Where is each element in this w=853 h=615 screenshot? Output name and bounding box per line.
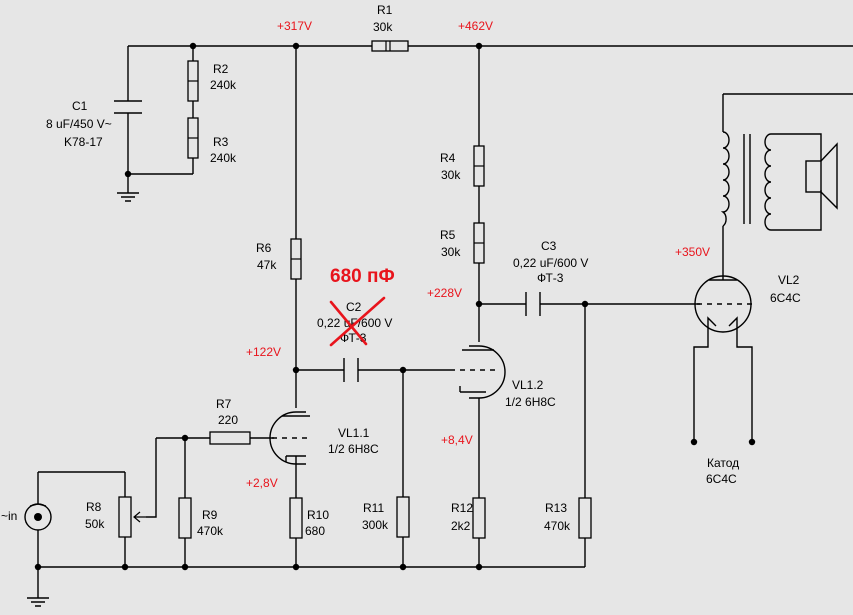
- resistor-r5[interactable]: [473, 222, 485, 264]
- resistor-r4[interactable]: [473, 145, 485, 187]
- r12-value: 2k2: [451, 519, 471, 533]
- r4-ref: R4: [440, 151, 456, 165]
- voltage-122: +122V: [246, 345, 281, 359]
- output-transformer-icon: [720, 131, 822, 231]
- resistor-r10[interactable]: [289, 497, 303, 539]
- resistor-r12[interactable]: [472, 497, 486, 539]
- r1-ref: R1: [377, 3, 393, 17]
- capacitor-c1[interactable]: [114, 100, 142, 114]
- voltage-350: +350V: [675, 245, 710, 259]
- cathode-label: Катод: [707, 456, 739, 470]
- r7-ref: R7: [216, 397, 232, 411]
- r12-ref: R12: [451, 501, 473, 515]
- c3-ref: C3: [541, 239, 557, 253]
- potentiometer-r8[interactable]: [118, 496, 146, 538]
- r7-value: 220: [218, 413, 238, 427]
- junction-dots: [34, 42, 756, 571]
- r5-value: 30k: [441, 245, 461, 259]
- r6-value: 47k: [257, 258, 277, 272]
- r6-ref: R6: [256, 241, 272, 255]
- r8-ref: R8: [86, 500, 102, 514]
- c3-type: ФТ-3: [537, 271, 564, 285]
- r2-value: 240k: [210, 78, 237, 92]
- r2-ref: R2: [213, 62, 229, 76]
- input-label: ~in: [1, 509, 17, 523]
- tube-vl1-1-icon[interactable]: [269, 411, 312, 465]
- vl2-ref: VL2: [778, 273, 800, 287]
- vl1-2-type: 1/2 6Н8С: [505, 395, 556, 409]
- resistor-r11[interactable]: [396, 496, 410, 538]
- cathode-tube-label: 6С4С: [706, 472, 737, 486]
- resistor-r3[interactable]: [187, 117, 199, 159]
- voltage-8-4: +8,4V: [441, 433, 473, 447]
- resistor-r9[interactable]: [178, 497, 192, 539]
- resistor-r1[interactable]: [371, 40, 409, 52]
- r4-value: 30k: [441, 168, 461, 182]
- ground-icon: [117, 192, 139, 202]
- resistor-r7[interactable]: [209, 431, 251, 445]
- voltage-228: +228V: [427, 286, 462, 300]
- voltage-317: +317V: [277, 19, 312, 33]
- resistor-r13[interactable]: [578, 497, 592, 539]
- c1-type: K78-17: [64, 135, 103, 149]
- r13-ref: R13: [545, 501, 567, 515]
- capacitor-c3[interactable]: [525, 292, 541, 316]
- c2-replacement-value: 680 пФ: [330, 266, 395, 287]
- vl1-2-ref: VL1.2: [512, 378, 544, 392]
- vl2-type: 6С4С: [770, 291, 801, 305]
- tube-vl2-icon[interactable]: [694, 253, 752, 333]
- c2-cross-out-mark: [329, 296, 386, 347]
- c2-type: ФТ-3: [340, 331, 367, 345]
- ground-icon: [27, 597, 49, 607]
- r11-ref: R11: [363, 501, 384, 515]
- r1-value: 30k: [373, 20, 393, 34]
- voltage-462: +462V: [458, 19, 493, 33]
- vl1-1-ref: VL1.1: [338, 426, 370, 440]
- resistor-r6[interactable]: [290, 238, 302, 280]
- r11-value: 300k: [362, 518, 389, 532]
- c1-value: 8 uF/450 V~: [46, 117, 112, 131]
- r8-value: 50k: [85, 517, 105, 531]
- voltage-2-8: +2,8V: [246, 476, 278, 490]
- c1-ref: C1: [72, 99, 88, 113]
- resistor-r2[interactable]: [187, 60, 199, 102]
- r10-ref: R10: [307, 508, 329, 522]
- r13-value: 470k: [544, 519, 571, 533]
- input-jack-icon[interactable]: [24, 503, 52, 531]
- wires: [37, 45, 853, 598]
- speaker-icon: [805, 142, 838, 210]
- r3-value: 240k: [210, 151, 237, 165]
- r9-value: 470k: [197, 524, 224, 538]
- c2-ref: C2: [346, 300, 362, 314]
- capacitor-c2[interactable]: [343, 358, 359, 382]
- r3-ref: R3: [213, 135, 229, 149]
- c3-value: 0,22 uF/600 V: [513, 256, 588, 270]
- r5-ref: R5: [440, 228, 456, 242]
- vl1-1-type: 1/2 6Н8С: [328, 442, 379, 456]
- r9-ref: R9: [202, 508, 218, 522]
- r10-value: 680: [305, 524, 325, 538]
- tube-vl1-2-icon[interactable]: [450, 345, 506, 399]
